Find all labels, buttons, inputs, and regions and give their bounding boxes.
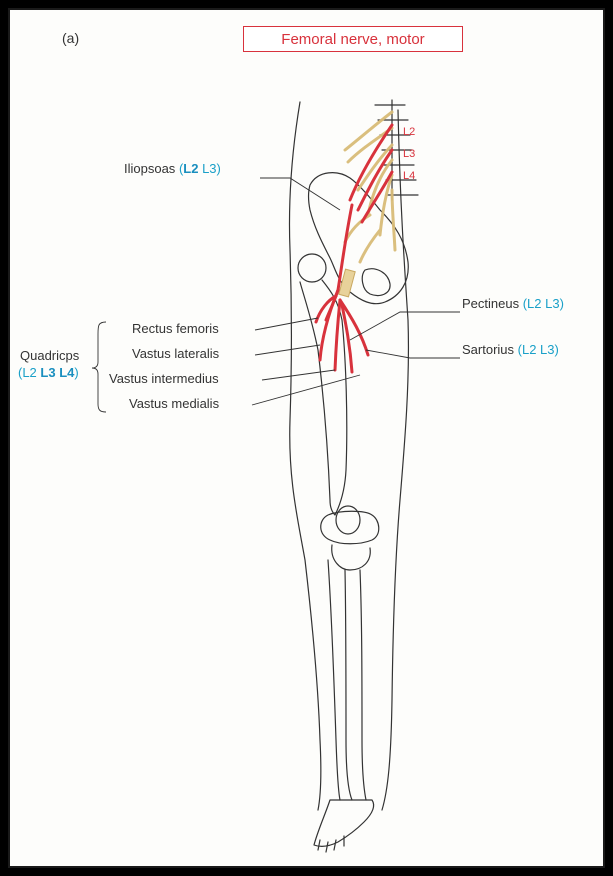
leg-outline-left bbox=[289, 102, 320, 810]
leader-vastus-lateralis bbox=[255, 345, 320, 355]
label-quadriceps: Quadricps bbox=[20, 348, 79, 363]
label-quadriceps-roots: (L2 L3 L4) bbox=[18, 365, 79, 380]
label-sartorius: Sartorius (L2 L3) bbox=[462, 342, 559, 357]
level-label-l4: L4 bbox=[403, 170, 415, 182]
tibia-b bbox=[360, 570, 366, 800]
leader-iliopsoas bbox=[260, 178, 340, 210]
label-iliopsoas: Iliopsoas (L2 L3) bbox=[124, 161, 221, 176]
tibia-head bbox=[332, 545, 371, 570]
leader-rectus-femoris bbox=[255, 318, 318, 330]
femoral-head bbox=[298, 254, 326, 282]
nerve-root-l2 bbox=[350, 125, 392, 200]
obturator bbox=[362, 269, 390, 296]
level-label-l3: L3 bbox=[403, 148, 415, 160]
label-vastus-intermedius: Vastus intermedius bbox=[109, 371, 219, 386]
label-vastus-medialis: Vastus medialis bbox=[129, 396, 219, 411]
leader-sartorius bbox=[366, 350, 460, 358]
quadriceps-bracket bbox=[92, 322, 106, 412]
level-label-l2: L2 bbox=[403, 126, 415, 138]
leg-outline-right bbox=[382, 110, 408, 810]
label-pectineus: Pectineus (L2 L3) bbox=[462, 296, 564, 311]
fibula bbox=[328, 560, 340, 800]
label-rectus-femoris: Rectus femoris bbox=[132, 321, 219, 336]
leader-pectineus bbox=[350, 312, 460, 340]
label-vastus-lateralis: Vastus lateralis bbox=[132, 346, 219, 361]
patella bbox=[336, 506, 360, 534]
leader-vastus-intermedius bbox=[262, 370, 335, 380]
knee bbox=[321, 511, 379, 544]
nerve-branch-2 bbox=[335, 300, 340, 370]
tibia bbox=[345, 570, 352, 800]
